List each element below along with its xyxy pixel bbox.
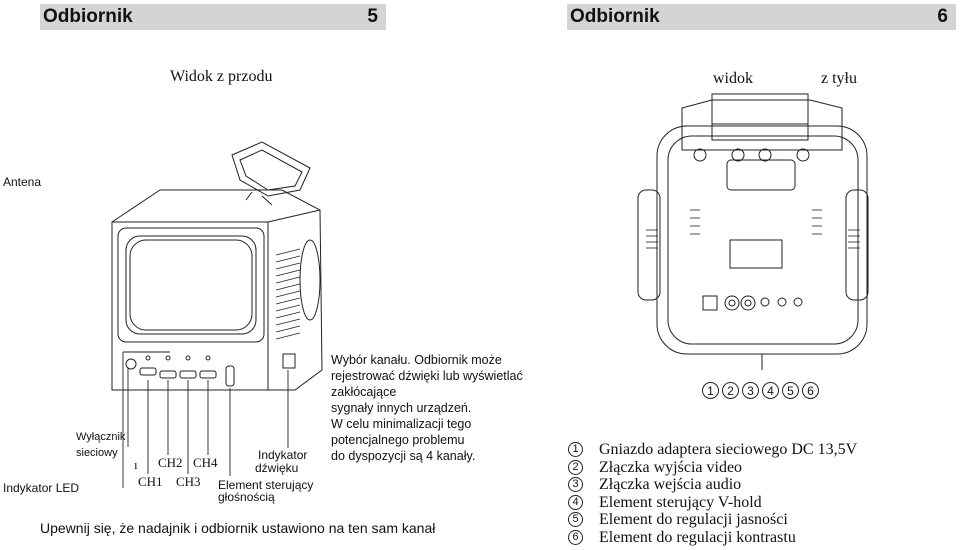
label-led: Indykator LED bbox=[3, 481, 80, 495]
connector-number: 6 bbox=[802, 382, 819, 399]
legend-number: 2 bbox=[568, 459, 583, 475]
same-channel-note: Upewnij się, że nadajnik i odbiornik ust… bbox=[40, 520, 436, 536]
label-ch2: CH2 bbox=[158, 455, 183, 470]
label-ch-stub: ı bbox=[134, 457, 138, 472]
description-line: W celu minimalizacji tego bbox=[331, 417, 472, 431]
tv-body-illustration bbox=[111, 189, 323, 391]
label-volume-line1: Element sterujący bbox=[218, 478, 314, 492]
label-antenna: Antena bbox=[3, 175, 42, 189]
back-view-illustration bbox=[637, 93, 869, 370]
page-header-right: Odbiornik 6 bbox=[567, 4, 956, 30]
back-view-title-part2: z tyłu bbox=[821, 70, 857, 87]
header-title-right: Odbiornik bbox=[570, 6, 660, 27]
legend-number: 6 bbox=[568, 529, 583, 545]
legend-text: Złączka wejścia audio bbox=[599, 476, 742, 493]
description-line: rejestrować dźwięki lub wyświetlać bbox=[331, 369, 523, 383]
front-view-title: Widok z przodu bbox=[170, 68, 273, 85]
front-leader-lines bbox=[122, 351, 289, 488]
legend-item: 5 Element do regulacji jasności bbox=[568, 511, 857, 529]
description-line: zakłócające bbox=[331, 385, 397, 399]
header-title-left: Odbiornik bbox=[43, 6, 133, 27]
antenna-illustration bbox=[231, 141, 311, 206]
description-line: potencjalnego problemu bbox=[331, 433, 465, 447]
label-sound-indicator-line2: dźwięku bbox=[255, 461, 299, 475]
legend-number: 1 bbox=[568, 442, 583, 458]
connector-legend: 1 Gniazdo adaptera sieciowego DC 13,5V 2… bbox=[568, 441, 857, 546]
description-line: do dyspozycji są 4 kanały. bbox=[331, 449, 476, 463]
header-page-right: 6 bbox=[937, 6, 948, 27]
connector-number: 4 bbox=[762, 382, 779, 399]
label-volume-line2: głośnością bbox=[218, 490, 275, 504]
description-line: sygnały innych urządzeń. bbox=[331, 401, 472, 415]
legend-text: Element sterujący V-hold bbox=[599, 493, 762, 511]
legend-item: 4 Element sterujący V-hold bbox=[568, 494, 857, 512]
channel-description: Wybór kanału. Odbiornik może rejestrować… bbox=[331, 352, 531, 464]
legend-text: Element do regulacji kontrastu bbox=[599, 528, 796, 546]
connector-number: 3 bbox=[742, 382, 759, 399]
legend-item: 6 Element do regulacji kontrastu bbox=[568, 529, 857, 547]
label-ch1: CH1 bbox=[138, 474, 163, 489]
label-ch3: CH3 bbox=[176, 474, 201, 489]
legend-text: Element do regulacji jasności bbox=[599, 511, 788, 528]
legend-item: 3 Złączka wejścia audio bbox=[568, 476, 857, 494]
connector-number: 1 bbox=[702, 382, 719, 399]
back-view-title-part1: widok bbox=[713, 70, 753, 87]
label-sound-indicator-line1: Indykator bbox=[258, 448, 308, 462]
label-ch4: CH4 bbox=[193, 455, 218, 470]
legend-number: 3 bbox=[568, 477, 583, 493]
connector-number: 5 bbox=[782, 382, 799, 399]
legend-item: 2 Złączka wyjścia video bbox=[568, 459, 857, 477]
legend-text: Gniazdo adaptera sieciowego DC 13,5V bbox=[599, 441, 858, 458]
label-power-switch-line2: sieciowy bbox=[76, 447, 118, 459]
legend-number: 4 bbox=[568, 494, 583, 510]
description-line: Wybór kanału. Odbiornik może bbox=[331, 353, 502, 367]
page-header-left: Odbiornik 5 bbox=[40, 4, 386, 30]
legend-number: 5 bbox=[568, 512, 583, 528]
connector-number-row: 1 2 3 4 5 6 bbox=[702, 382, 819, 399]
connector-number: 2 bbox=[722, 382, 739, 399]
label-power-switch-line1: Wyłącznik bbox=[76, 431, 126, 443]
legend-item: 1 Gniazdo adaptera sieciowego DC 13,5V bbox=[568, 441, 857, 459]
header-page-left: 5 bbox=[367, 6, 378, 27]
legend-text: Złączka wyjścia video bbox=[599, 458, 743, 476]
